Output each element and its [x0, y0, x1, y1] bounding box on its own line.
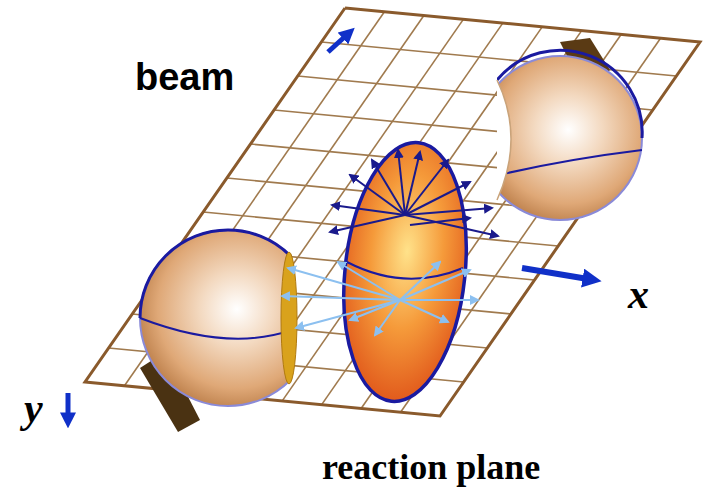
flow-arrow — [330, 215, 405, 232]
reaction-plane-grid — [85, 8, 700, 416]
axis-label: x — [628, 270, 649, 318]
flow-arrow — [338, 262, 400, 300]
flow-arrow — [405, 208, 492, 215]
x-axis-arrow — [522, 268, 594, 280]
flow-arrow — [400, 270, 470, 300]
flow-arrow — [296, 300, 400, 328]
flow-arrow — [288, 268, 400, 300]
flow-arrow — [375, 300, 400, 335]
flow-arrow — [405, 160, 448, 215]
flow-arrows — [282, 150, 498, 335]
flow-arrow — [332, 205, 405, 215]
spectator-nucleus — [478, 38, 642, 220]
figure-label: reaction plane — [322, 446, 540, 488]
flow-arrow — [405, 215, 498, 236]
y-axis-arrow — [66, 393, 71, 422]
flow-arrow — [410, 218, 470, 225]
participant-zone — [332, 136, 479, 407]
axis-label: y — [24, 384, 43, 432]
plane-outline — [85, 8, 700, 416]
flow-arrow — [400, 300, 448, 322]
flow-arrow — [282, 296, 400, 300]
spectator-nucleus — [140, 230, 316, 432]
axis-label: beam — [135, 56, 234, 99]
flow-arrow — [398, 150, 405, 215]
flow-arrow — [400, 262, 440, 300]
beam-axis-arrow — [328, 32, 350, 52]
flow-arrow — [400, 299, 478, 301]
grid-line — [321, 42, 676, 76]
